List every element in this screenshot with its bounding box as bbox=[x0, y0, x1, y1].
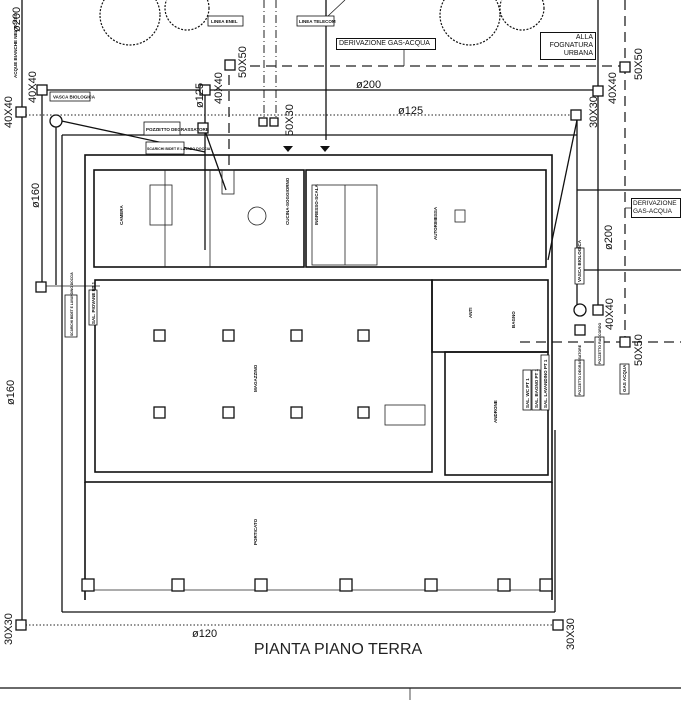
manhole-label: 40X40 bbox=[604, 298, 616, 330]
pipe-label-d200-top: ø200 bbox=[356, 79, 381, 91]
tag-scarichi-left: SCARICHI BIDET E LAVANDINO DOCCIA bbox=[70, 272, 74, 336]
tree-icons bbox=[99, 0, 545, 46]
manhole-label: 50X30 bbox=[284, 104, 296, 136]
tag-linea-enel: LINEA ENEL bbox=[211, 19, 238, 24]
tag-derivazione-right: DERIVAZIONE GAS-ACQUA bbox=[631, 198, 681, 218]
manhole-label: 30X30 bbox=[588, 96, 600, 128]
pipe-label-d160-left-lower: ø160 bbox=[5, 380, 17, 405]
room-ingresso: INGRESSO-SCALA bbox=[314, 183, 319, 225]
utility-lines bbox=[21, 0, 681, 626]
room-camera: CAMERA bbox=[119, 205, 124, 225]
room-cucina: CUCINA-SOGGIORNO bbox=[285, 177, 290, 225]
tag-scarichi-top: SCARICHI BIDET E LAVABO DOCCIA bbox=[147, 147, 211, 151]
tag-pozzetto-raccordo: POZZETTO RACCORDO bbox=[598, 323, 602, 364]
manhole-label: 40X40 bbox=[27, 71, 39, 103]
manhole-label: 50X50 bbox=[237, 46, 249, 78]
tag-derivazione-top: DERIVAZIONE GAS-ACQUA bbox=[336, 38, 436, 50]
tag-sal-bagno: SAL. BAGNO PT 1 bbox=[534, 368, 539, 408]
manhole-label: 40X40 bbox=[3, 96, 15, 128]
pipe-label-d200-right: ø200 bbox=[603, 225, 615, 250]
tag-sal-wc: SAL. WC PT 1 bbox=[525, 378, 530, 408]
tag-acque-bianche: ACQUE BIANCHE NEL FOSSO bbox=[13, 12, 18, 78]
entrance-arrow-icons bbox=[283, 146, 330, 152]
tag-vasca-right: VASCA BIOLOGICA bbox=[577, 239, 582, 282]
room-labels: CAMERA CUCINA-SOGGIORNO INGRESSO-SCALA A… bbox=[119, 177, 516, 545]
tag-fognatura: ALLA FOGNATURA URBANA bbox=[540, 32, 596, 60]
pipe-label-d200-left: ø200 bbox=[11, 7, 23, 32]
building-walls bbox=[84, 154, 553, 600]
tag-sal-piovane-left: SAL. PIOVANE PT 1 bbox=[91, 281, 96, 324]
tag-linea-telecom: LINEA TELECOM bbox=[299, 19, 336, 24]
room-porticato: PORTICATO bbox=[253, 518, 258, 545]
pipe-label-d160-left-upper: ø160 bbox=[30, 183, 42, 208]
tag-sal-lavandino: SAL. LAVANDINO PT 1 bbox=[543, 359, 548, 408]
room-bagno: BAGNO bbox=[511, 311, 516, 328]
room-androne: ANDRONE bbox=[493, 400, 498, 423]
manhole-label: 30X30 bbox=[3, 613, 15, 645]
manhole-label: 40X40 bbox=[213, 72, 225, 104]
manhole-label: 50X50 bbox=[633, 48, 645, 80]
manhole-label: 40X40 bbox=[607, 72, 619, 104]
pipe-label-d125-top: ø125 bbox=[398, 105, 423, 117]
drawing-title: PIANTA PIANO TERRA bbox=[254, 641, 423, 658]
manhole-label: 30X30 bbox=[565, 618, 577, 650]
manhole-label: 50X50 bbox=[633, 334, 645, 366]
tag-gas-acqua: GAS ACQUA bbox=[622, 364, 627, 392]
pipe-label-d125-vert: ø125 bbox=[194, 83, 206, 108]
room-anti: ANTI bbox=[468, 308, 473, 319]
pillars bbox=[81, 329, 553, 592]
tag-vasca-top: VASCA BIOLOGICA bbox=[53, 95, 96, 100]
room-magazzino: MAGAZZINO bbox=[253, 364, 258, 392]
pipe-label-d120-bottom: ø120 bbox=[192, 628, 217, 640]
room-autorimessa: AUTORIMESSA bbox=[433, 206, 438, 240]
manhole-markers bbox=[15, 59, 631, 631]
annotation-tags: LINEA ENEL LINEA TELECOM ACQUE BIANCHE N… bbox=[13, 12, 630, 411]
tag-pozzetto-degr-top: POZZETTO DEGRASSATORE bbox=[146, 127, 209, 132]
tag-pozzetto-degr-right: POZZETTO DEGRASSATORE bbox=[578, 344, 582, 395]
